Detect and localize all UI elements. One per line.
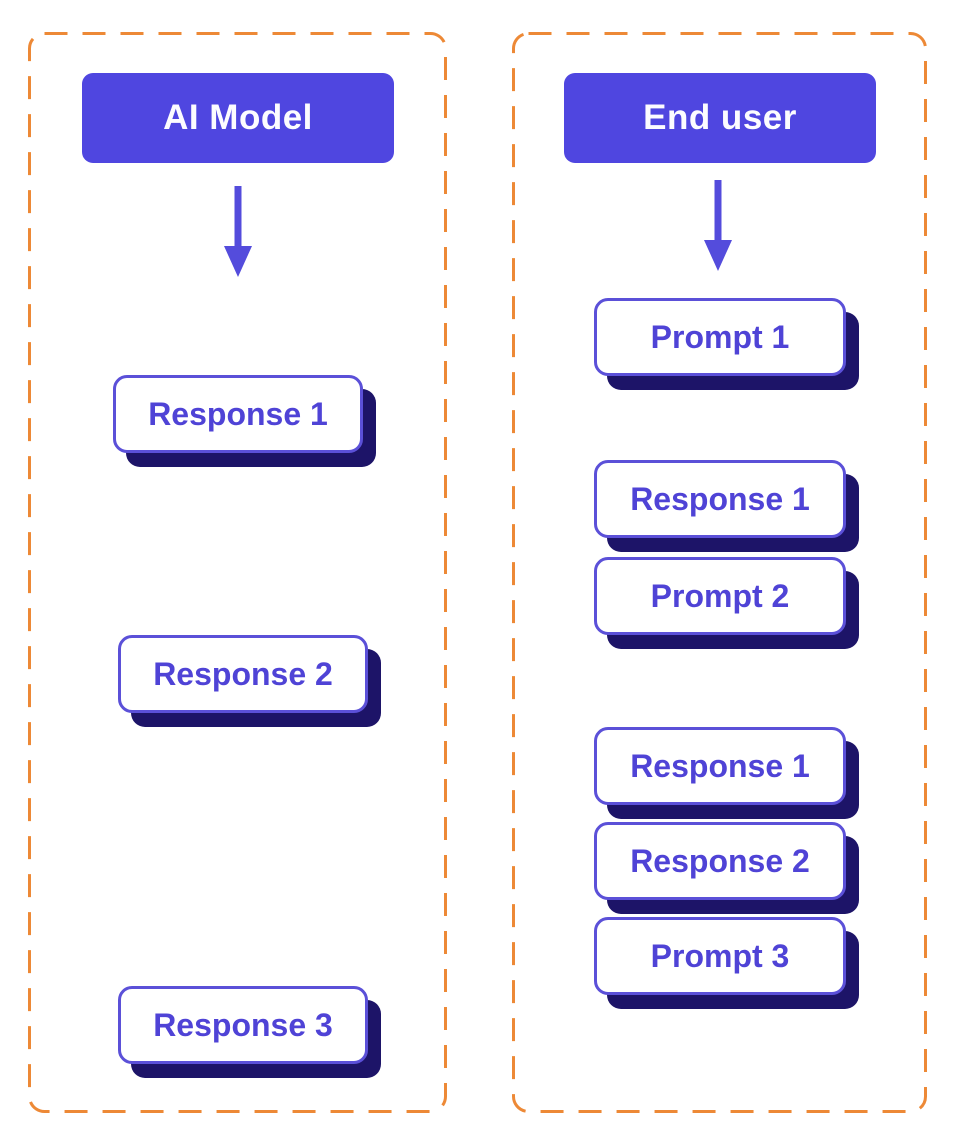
box-label: Response 1 [630, 747, 810, 784]
box-label: Prompt 1 [650, 318, 790, 355]
end-user-header: End user [564, 73, 876, 163]
ai-model-title: AI Model [163, 98, 313, 137]
end-user-panel: End user Prompt 1 Response 1 Prompt 2 Re… [512, 32, 927, 1113]
box-label: Response 2 [630, 842, 810, 879]
user-response-box-1: Response 1 [594, 460, 846, 538]
box-label: Response 1 [148, 395, 328, 432]
user-prompt-box-2: Prompt 2 [594, 557, 846, 635]
user-response-box-2: Response 2 [594, 822, 846, 900]
down-arrow-icon [224, 186, 252, 277]
box-label: Response 3 [153, 1006, 333, 1043]
ai-response-box-2: Response 2 [118, 635, 368, 713]
user-prompt-box-1: Prompt 1 [594, 298, 846, 376]
box-label: Response 2 [153, 655, 333, 692]
ai-model-header: AI Model [82, 73, 394, 163]
box-label: Prompt 3 [650, 937, 790, 974]
user-response-box-1b: Response 1 [594, 727, 846, 805]
ai-model-panel: AI Model Response 1 Response 2 Response … [28, 32, 447, 1113]
down-arrow-icon [704, 180, 732, 271]
box-label: Response 1 [630, 480, 810, 517]
ai-response-box-3: Response 3 [118, 986, 368, 1064]
user-prompt-box-3: Prompt 3 [594, 917, 846, 995]
ai-response-box-1: Response 1 [113, 375, 363, 453]
box-label: Prompt 2 [650, 577, 790, 614]
end-user-title: End user [643, 98, 797, 137]
